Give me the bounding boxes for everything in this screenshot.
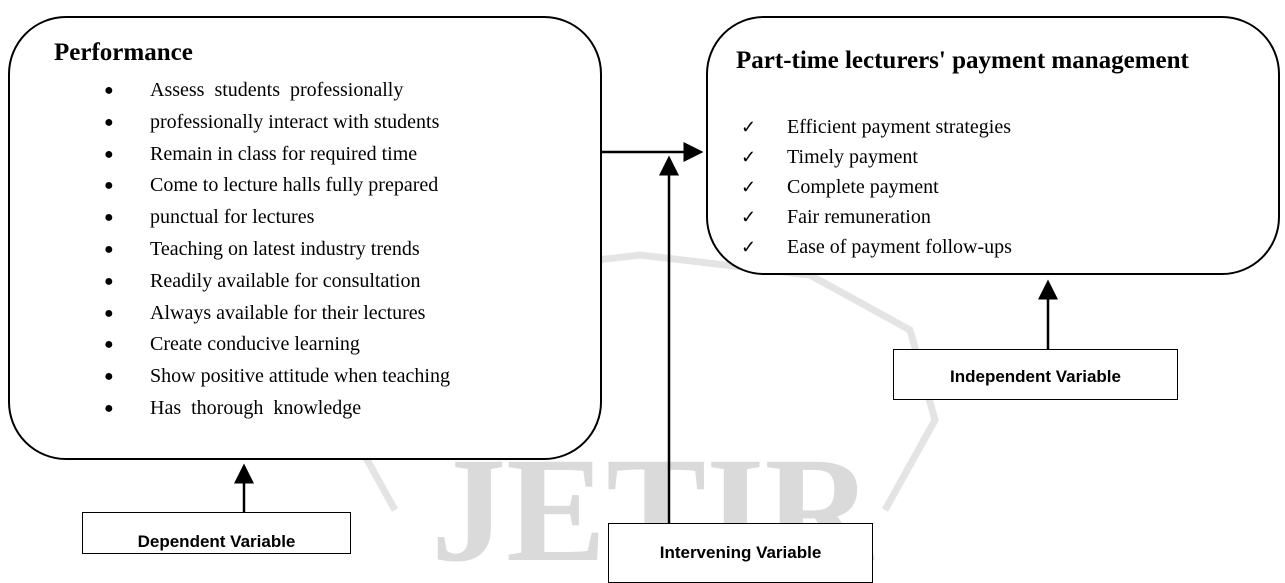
bullet-icon: ● bbox=[104, 272, 114, 290]
checkmark-icon: ✓ bbox=[741, 237, 757, 257]
list-item-text: Fair remuneration bbox=[787, 206, 931, 228]
checkmark-icon: ✓ bbox=[741, 147, 757, 167]
list-item-text: Teaching on latest industry trends bbox=[150, 237, 420, 260]
list-item: ● Has thorough knowledge bbox=[104, 393, 450, 425]
list-item-text: Complete payment bbox=[787, 176, 939, 198]
list-item: ● Come to lecture halls fully prepared bbox=[104, 170, 450, 202]
bullet-icon: ● bbox=[104, 145, 114, 163]
bullet-icon: ● bbox=[104, 368, 114, 386]
list-item: ● professionally interact with students bbox=[104, 107, 450, 139]
list-item-text: Assess students professionally bbox=[150, 79, 404, 101]
list-item: ✓ Ease of payment follow-ups bbox=[741, 232, 1012, 262]
checkmark-icon: ✓ bbox=[741, 207, 757, 227]
list-item: ● Show positive attitude when teaching bbox=[104, 361, 450, 393]
list-item: ● Create conducive learning bbox=[104, 329, 450, 361]
bullet-icon: ● bbox=[104, 240, 114, 258]
list-item-text: Readily available for consultation bbox=[150, 269, 421, 292]
performance-title: Performance bbox=[54, 39, 193, 66]
list-item-text: Timely payment bbox=[787, 146, 918, 168]
list-item: ✓ Complete payment bbox=[741, 172, 1012, 202]
list-item-text: Remain in class for required time bbox=[150, 142, 418, 165]
dependent-variable-box: Performance ● Assess students professiona… bbox=[8, 16, 602, 460]
list-item-text: Show positive attitude when teaching bbox=[150, 365, 450, 388]
independent-variable-label: Independent Variable bbox=[893, 349, 1178, 400]
list-item-text: professionally interact with students bbox=[150, 110, 440, 133]
list-item: ● Always available for their lectures bbox=[104, 298, 450, 330]
bullet-icon: ● bbox=[104, 209, 114, 227]
bullet-icon: ● bbox=[104, 304, 114, 322]
list-item-text: punctual for lectures bbox=[150, 206, 315, 229]
checkmark-icon: ✓ bbox=[741, 177, 757, 197]
list-item-text: Create conducive learning bbox=[150, 333, 360, 356]
list-item-text: Always available for their lectures bbox=[150, 301, 426, 324]
bullet-icon: ● bbox=[104, 177, 114, 195]
bullet-icon: ● bbox=[104, 113, 114, 131]
intervening-variable-label: Intervening Variable bbox=[608, 523, 873, 583]
connector-arrows bbox=[234, 142, 1058, 523]
list-item: ● punctual for lectures bbox=[104, 202, 450, 234]
list-item: ✓ Timely payment bbox=[741, 142, 1012, 172]
list-item-text: Efficient payment strategies bbox=[787, 116, 1011, 138]
bullet-icon: ● bbox=[104, 336, 114, 354]
list-item-text: Ease of payment follow-ups bbox=[787, 236, 1012, 258]
list-item: ● Assess students professionally bbox=[104, 75, 450, 107]
list-item-text: Has thorough knowledge bbox=[150, 396, 362, 419]
list-item: ✓ Fair remuneration bbox=[741, 202, 1012, 232]
list-item: ● Readily available for consultation bbox=[104, 266, 450, 298]
list-item-text: Come to lecture halls fully prepared bbox=[150, 174, 439, 197]
performance-list: ● Assess students professionally ● professi… bbox=[104, 75, 450, 425]
dependent-variable-label: Dependent Variable bbox=[82, 512, 351, 554]
bullet-icon: ● bbox=[104, 399, 114, 417]
list-item: ● Remain in class for required time bbox=[104, 139, 450, 171]
independent-variable-box: Part-time lecturers' payment management … bbox=[706, 16, 1280, 275]
list-item: ✓ Efficient payment strategies bbox=[741, 112, 1012, 142]
payment-management-list: ✓ Efficient payment strategies ✓ Timely pay… bbox=[741, 112, 1012, 262]
list-item: ● Teaching on latest industry trends bbox=[104, 234, 450, 266]
payment-management-title: Part-time lecturers' payment management bbox=[736, 47, 1189, 74]
bullet-icon: ● bbox=[104, 82, 114, 99]
checkmark-icon: ✓ bbox=[741, 117, 757, 137]
